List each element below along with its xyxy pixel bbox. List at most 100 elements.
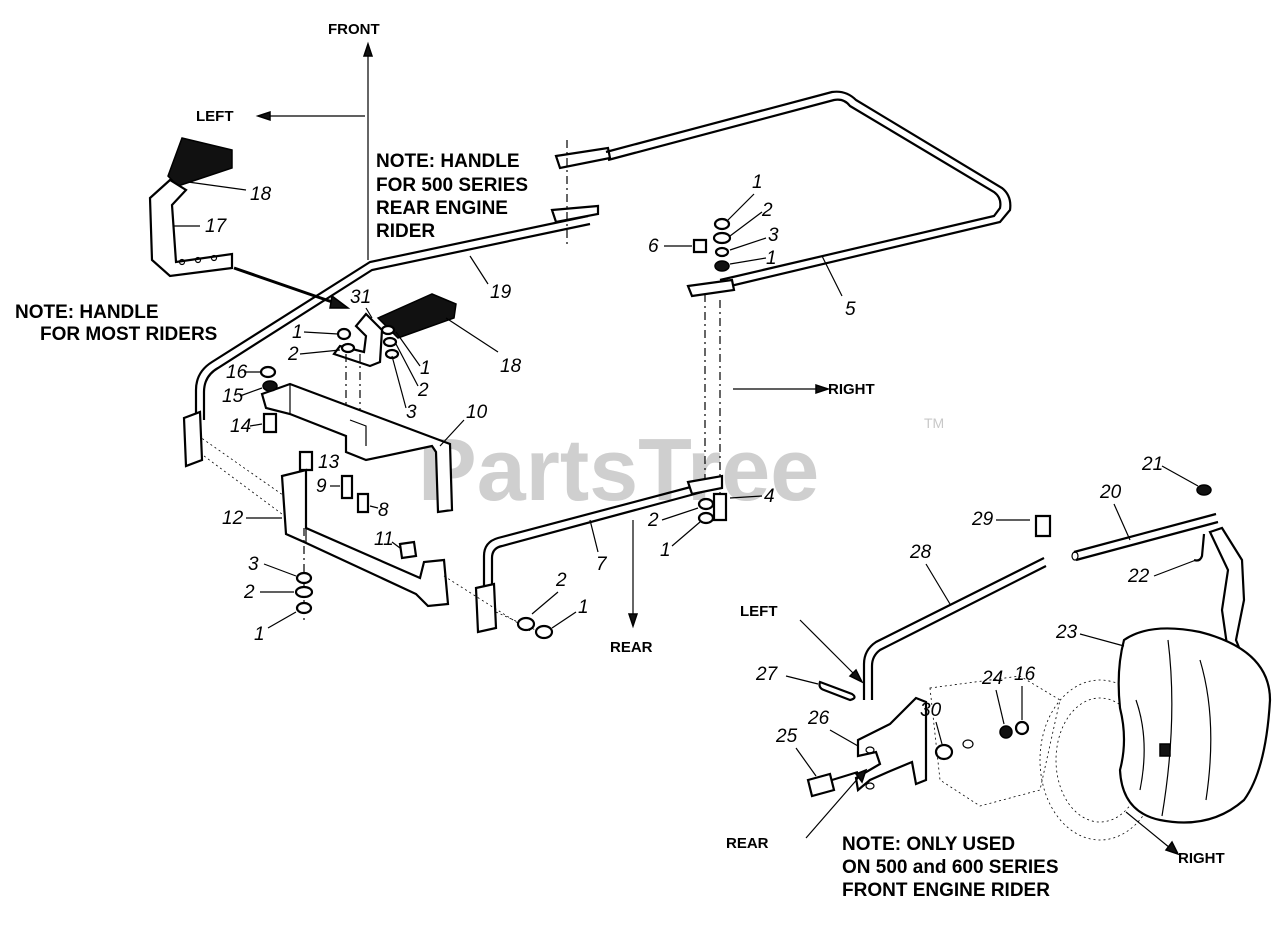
callout-1c: 1 — [254, 624, 265, 645]
watermark-tm: TM — [924, 415, 944, 431]
svg-text:NOTE: HANDLE: NOTE: HANDLE — [376, 151, 520, 172]
svg-text:FRONT ENGINE RIDER: FRONT ENGINE RIDER — [842, 880, 1050, 901]
callout-2a: 2 — [287, 344, 299, 365]
hardware-24-16 — [999, 720, 1030, 739]
svg-text:RIDER: RIDER — [376, 221, 435, 242]
callout-23: 23 — [1055, 622, 1078, 643]
callout-18b: 18 — [500, 356, 522, 377]
rod-28 — [862, 557, 1047, 700]
callout-1a: 1 — [292, 322, 303, 343]
callout-15: 15 — [222, 386, 244, 407]
right-label-lower: RIGHT — [1178, 850, 1225, 867]
handle-arrow — [233, 266, 351, 309]
frame-5-flat-end — [686, 278, 736, 298]
callout-9: 9 — [316, 476, 327, 497]
callout-12: 12 — [222, 508, 244, 529]
left-label-top: LEFT — [196, 108, 234, 125]
callout-3c: 3 — [768, 225, 779, 246]
callout-3b: 3 — [248, 554, 259, 575]
bracket-10 — [260, 382, 454, 514]
bolt-25-shank — [831, 770, 859, 782]
left-arrow-lower — [799, 619, 864, 684]
rod-end-left — [182, 410, 204, 468]
callout-3a: 3 — [406, 402, 417, 423]
callout-26: 26 — [807, 708, 830, 729]
left-arrow-top — [255, 110, 365, 122]
callout-1e: 1 — [752, 172, 763, 193]
callout-22: 22 — [1127, 566, 1150, 587]
callout-6: 6 — [648, 236, 659, 257]
pin-27 — [818, 680, 856, 702]
front-label: FRONT — [328, 21, 380, 38]
callout-18a: 18 — [250, 184, 272, 205]
handle-31-18 — [332, 293, 457, 368]
callout-1g: 1 — [660, 540, 671, 561]
hardware-top-left — [336, 324, 400, 360]
callout-21: 21 — [1141, 454, 1163, 475]
hardware-3-2-1-left — [294, 571, 314, 615]
right-arrow-lower — [1125, 811, 1180, 856]
callout-2d: 2 — [555, 570, 567, 591]
spacer-30 — [934, 739, 974, 761]
callout-1b: 1 — [420, 358, 431, 379]
callout-5: 5 — [845, 299, 856, 320]
rear-arrow-lower — [805, 768, 868, 839]
bolt-25 — [806, 772, 836, 798]
rear-arrow-mid — [627, 520, 639, 629]
bolts-13-9-8 — [298, 450, 418, 560]
callout-16b: 16 — [1014, 664, 1036, 685]
callout-14: 14 — [230, 416, 251, 437]
callout-1d: 1 — [578, 597, 589, 618]
watermark-text: PartsTree — [418, 420, 819, 519]
bolt-29 — [1034, 514, 1052, 538]
rod-7 — [474, 474, 724, 634]
rear-label-mid: REAR — [610, 639, 653, 656]
callout-25: 25 — [775, 726, 798, 747]
hardware-4-2-1 — [697, 492, 728, 525]
note-only-used: NOTE: ONLY USED ON 500 and 600 SERIES FR… — [842, 834, 1059, 901]
svg-text:ON 500 and 600 SERIES: ON 500 and 600 SERIES — [842, 857, 1059, 878]
front-arrow — [362, 41, 374, 260]
frame-5-flat-top — [554, 146, 612, 170]
hardware-stack-right — [692, 217, 732, 272]
hardware-16-15-14 — [259, 365, 278, 434]
callout-31: 31 — [350, 287, 371, 308]
svg-text:FOR MOST RIDERS: FOR MOST RIDERS — [40, 324, 217, 345]
bracket-12 — [280, 468, 450, 608]
svg-text:NOTE: HANDLE: NOTE: HANDLE — [15, 302, 159, 323]
svg-text:REAR ENGINE: REAR ENGINE — [376, 198, 508, 219]
hardware-2-1-rear — [516, 616, 554, 640]
rod-20 — [1071, 512, 1219, 562]
rod-19-flat — [550, 204, 600, 224]
callout-30: 30 — [920, 700, 942, 721]
grass-bag-23 — [1117, 627, 1272, 824]
callout-2c: 2 — [243, 582, 255, 603]
callout-10: 10 — [466, 402, 488, 423]
callout-20: 20 — [1099, 482, 1122, 503]
right-arrow-mid — [733, 383, 831, 395]
rod-19 — [194, 214, 591, 420]
rear-label-lower: REAR — [726, 835, 769, 852]
callout-28: 28 — [909, 542, 932, 563]
callout-29: 29 — [971, 509, 994, 530]
callout-2b: 2 — [417, 380, 429, 401]
note-handle-most-riders: NOTE: HANDLE FOR MOST RIDERS — [15, 302, 217, 345]
bracket-26 — [854, 696, 928, 793]
callout-13: 13 — [318, 452, 340, 473]
callout-24: 24 — [981, 668, 1003, 689]
callout-19: 19 — [490, 282, 512, 303]
callout-27: 27 — [755, 664, 779, 685]
right-label-mid: RIGHT — [828, 381, 875, 398]
callout-2e: 2 — [761, 200, 773, 221]
callout-1f: 1 — [766, 248, 777, 269]
handle-most-riders — [148, 137, 234, 278]
svg-text:FOR 500 SERIES: FOR 500 SERIES — [376, 175, 528, 196]
callout-7: 7 — [596, 554, 608, 575]
frame-5 — [605, 90, 1012, 290]
callout-17: 17 — [205, 216, 228, 237]
callout-8: 8 — [378, 500, 389, 521]
callout-11: 11 — [374, 529, 394, 550]
callout-2f: 2 — [647, 510, 659, 531]
nut-21 — [1196, 484, 1212, 496]
